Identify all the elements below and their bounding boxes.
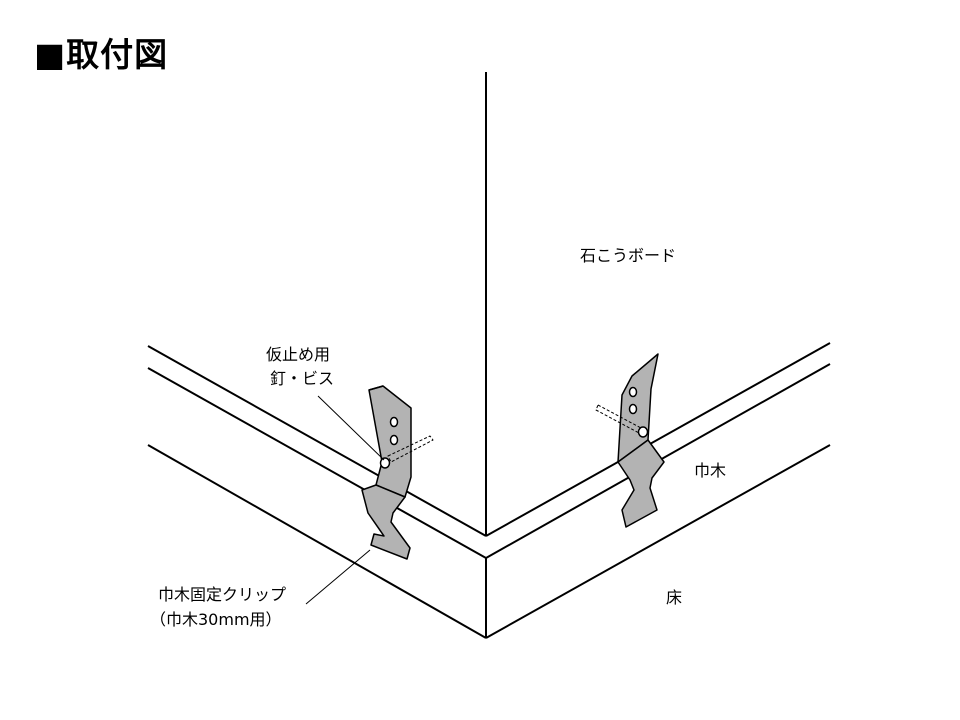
- right-clip-hole-2: [628, 403, 638, 415]
- left-clip-fold: [368, 385, 384, 391]
- clip-label-line1: 巾木固定クリップ: [158, 585, 287, 604]
- leader-lines: [305, 395, 385, 605]
- left-nail-icon: [379, 435, 434, 469]
- clip-leader: [305, 549, 371, 605]
- left-skirting-clip: [361, 385, 434, 560]
- skirting-top-left: [147, 345, 487, 537]
- floor-label: 床: [666, 588, 683, 607]
- right-clip-lower-bend: [617, 439, 665, 528]
- temp-fix-label-line2: 釘・ビス: [270, 369, 335, 388]
- wall-and-floor-lines: [147, 72, 831, 639]
- right-clip-hole-1: [628, 386, 638, 398]
- skirting-face-left: [147, 367, 487, 559]
- temp-fix-label-line1: 仮止め用: [266, 345, 331, 364]
- floor-line-left: [147, 444, 487, 639]
- left-clip-lower-bend: [361, 484, 411, 560]
- temp-fix-leader: [317, 395, 385, 461]
- left-clip-hole-2: [389, 434, 399, 446]
- skirting-label: 巾木: [694, 461, 727, 480]
- page-title: ■取付図: [34, 35, 169, 74]
- left-clip-hole-1: [389, 416, 399, 428]
- right-nail-icon: [595, 404, 649, 438]
- floor-line-right: [485, 444, 831, 639]
- clip-label-line2: （巾木30mm用）: [150, 610, 282, 629]
- right-skirting-clip: [595, 353, 665, 528]
- gypsum-board-label: 石こうボード: [580, 246, 677, 265]
- skirting-top-right: [485, 342, 831, 537]
